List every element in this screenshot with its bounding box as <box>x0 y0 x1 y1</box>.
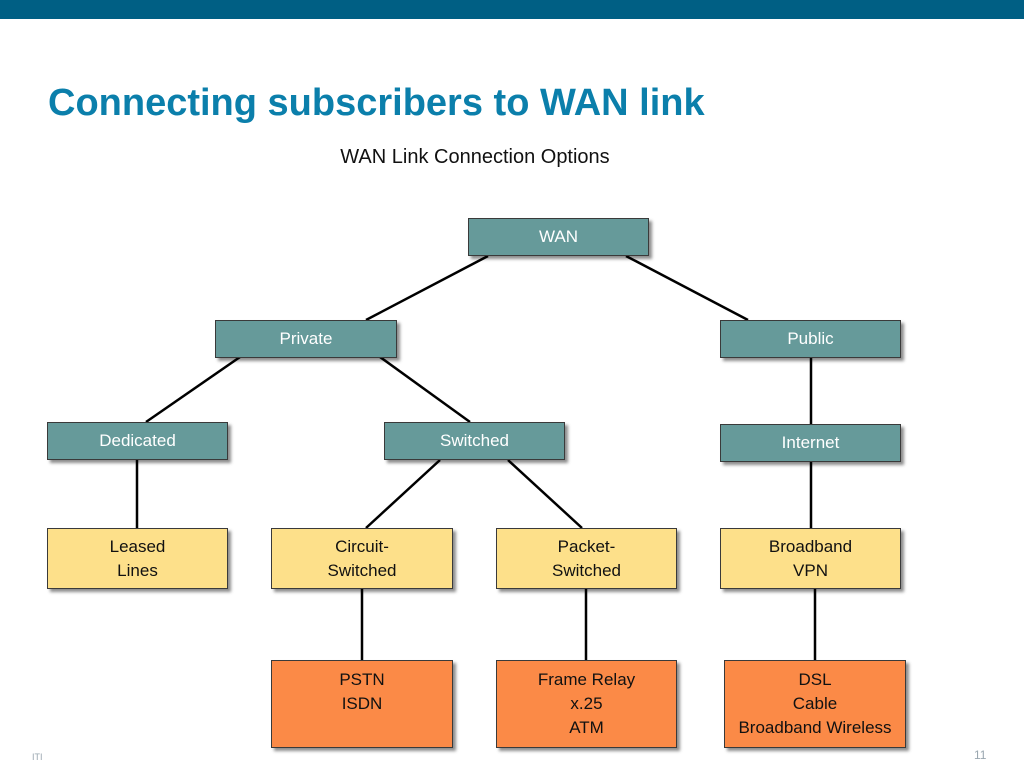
node-internet: Internet <box>720 424 901 462</box>
edge-switched-circuit <box>365 459 441 529</box>
header-bar <box>0 0 1024 19</box>
node-private: Private <box>215 320 397 358</box>
node-leased-lines: Leased Lines <box>47 528 228 589</box>
node-packet-switched: Packet- Switched <box>496 528 677 589</box>
edge-wan-public <box>625 254 749 322</box>
node-circuit-switched: Circuit- Switched <box>271 528 453 589</box>
node-public: Public <box>720 320 901 358</box>
node-pstn-isdn: PSTN ISDN <box>271 660 453 748</box>
edge-wan-private <box>365 254 489 322</box>
diagram-title: WAN Link Connection Options <box>340 146 610 168</box>
node-dsl-cable: DSL Cable Broadband Wireless <box>724 660 906 748</box>
node-wan: WAN <box>468 218 649 256</box>
node-switched: Switched <box>384 422 565 460</box>
edge-private-switched <box>379 355 471 424</box>
page-number: 11 <box>974 748 987 762</box>
node-dedicated: Dedicated <box>47 422 228 460</box>
footer-label: ITI <box>32 752 43 762</box>
node-frame-relay: Frame Relay x.25 ATM <box>496 660 677 748</box>
slide-title: Connecting subscribers to WAN link <box>48 82 705 124</box>
edge-switched-packet <box>507 459 583 529</box>
edge-private-dedicated <box>145 355 241 424</box>
node-broadband-vpn: Broadband VPN <box>720 528 901 589</box>
